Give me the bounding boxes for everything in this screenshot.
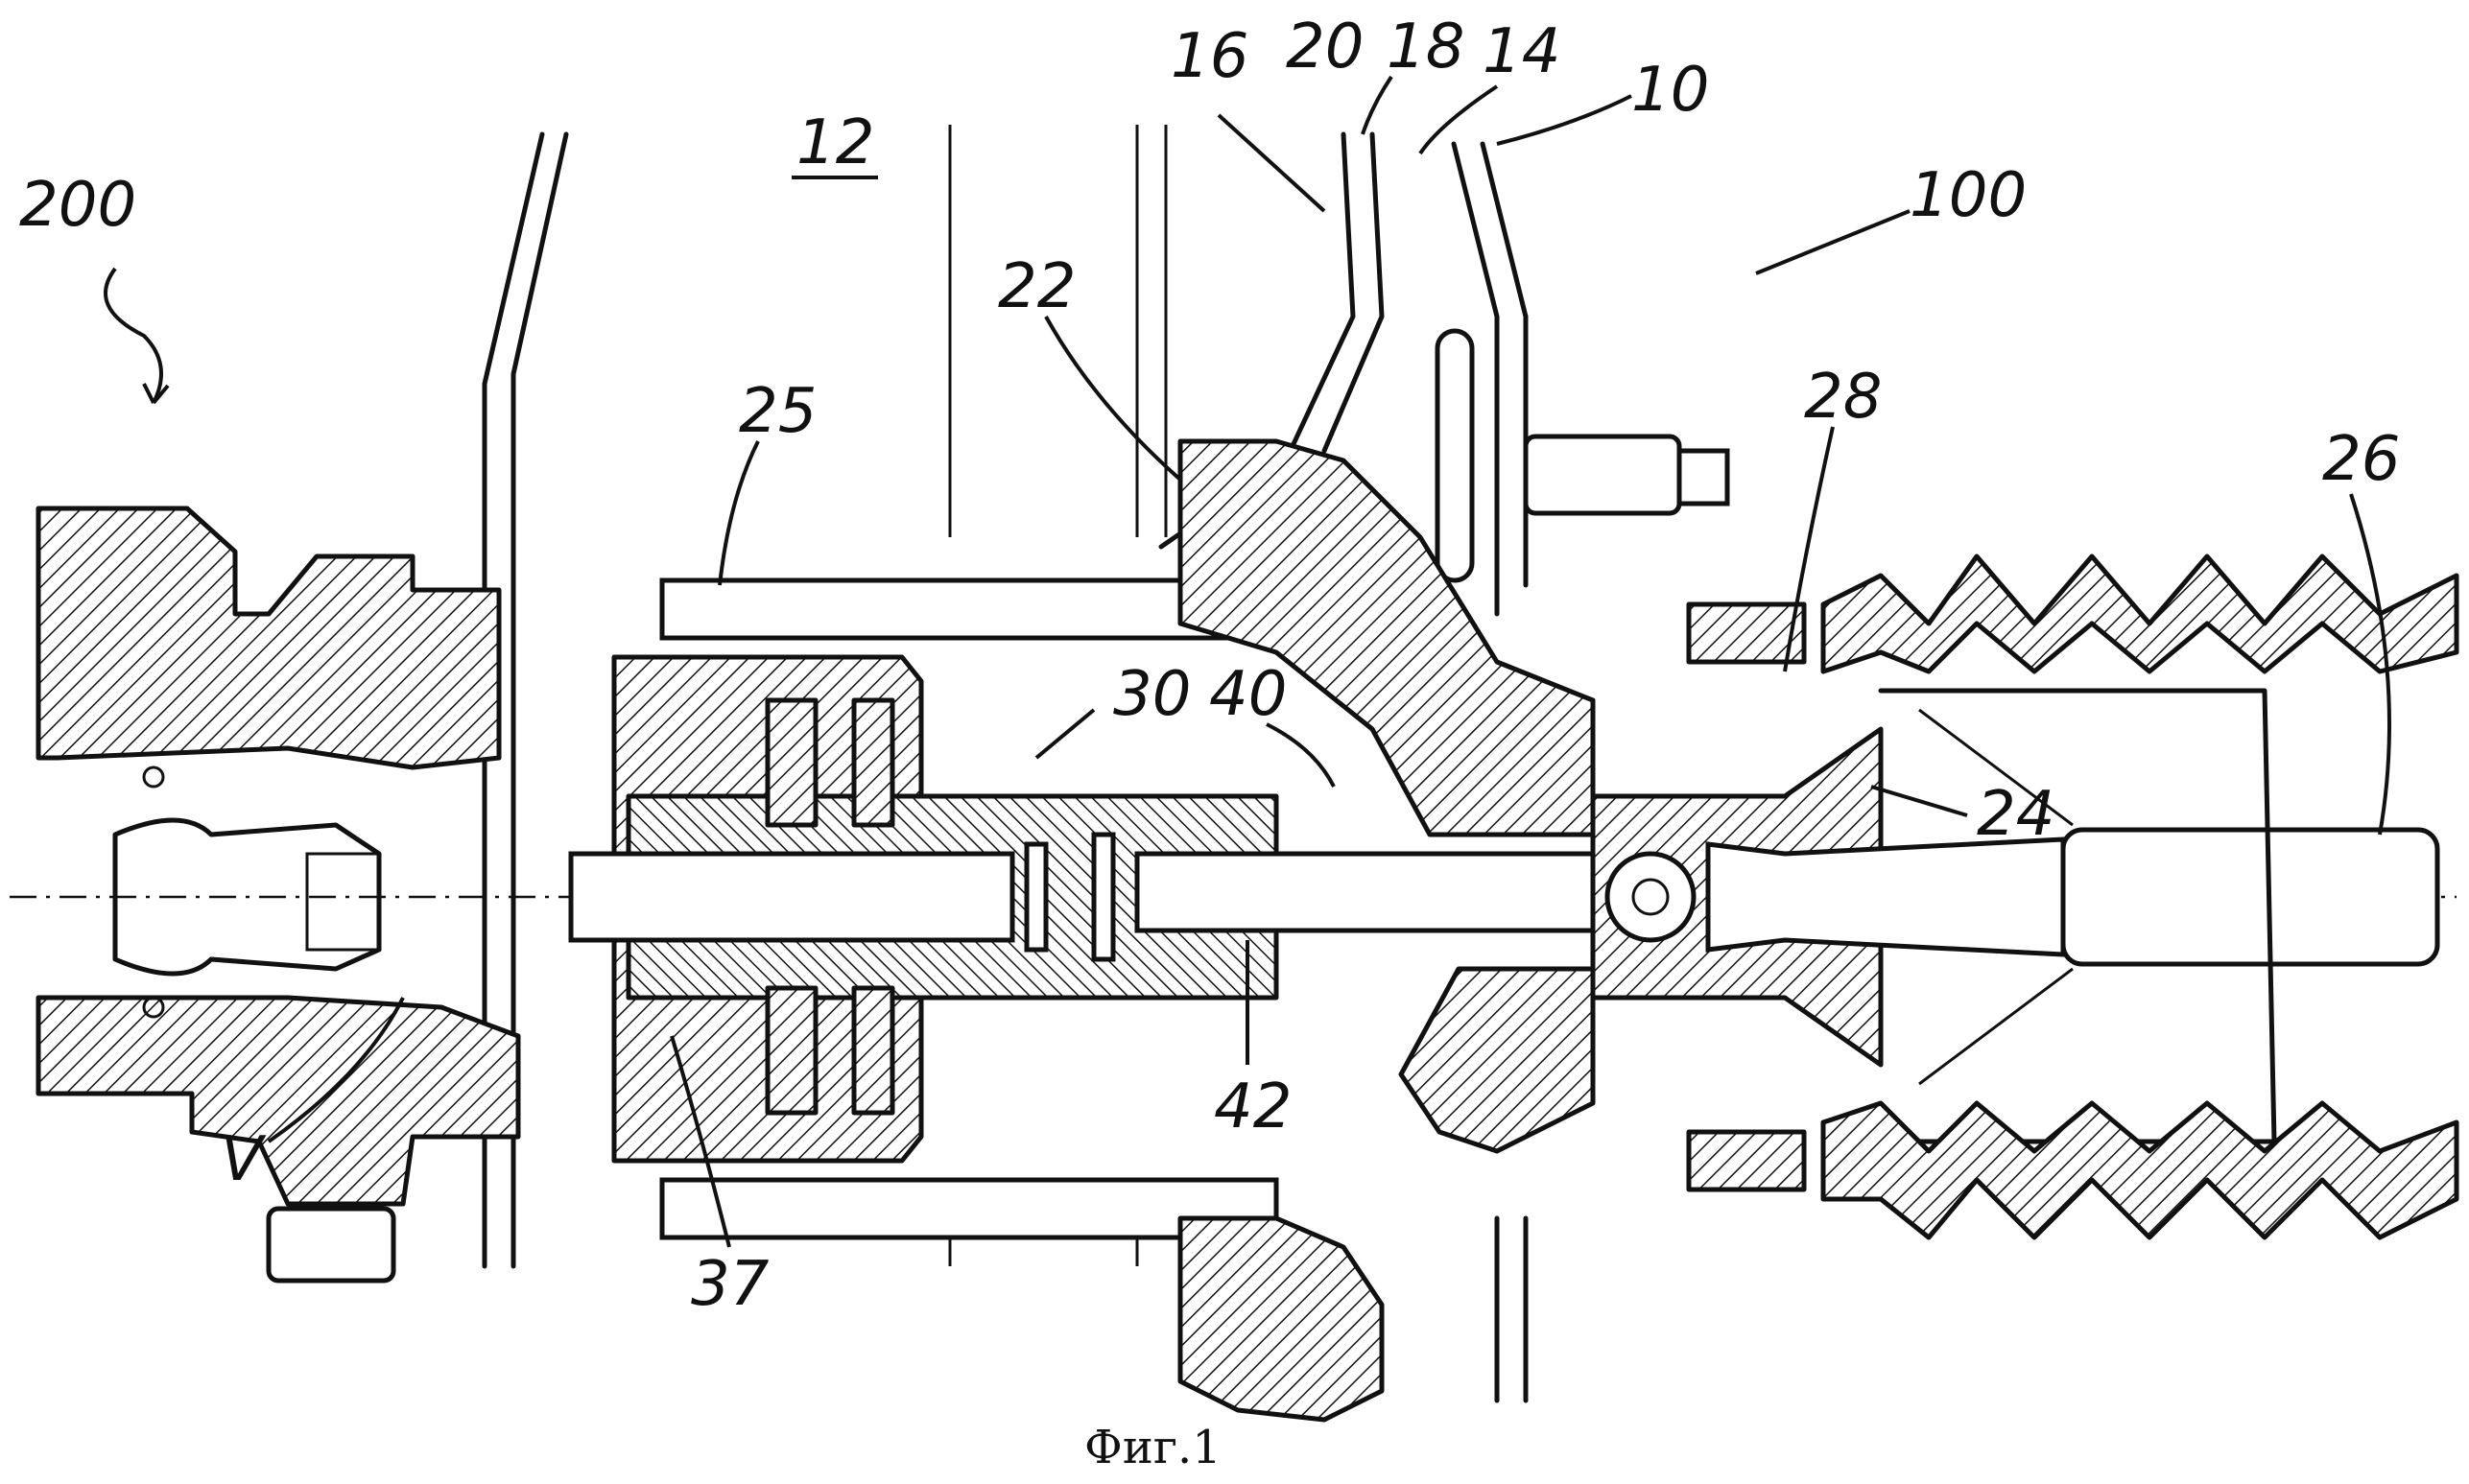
drive-shaft-26 <box>1593 691 2437 1142</box>
label-16: 16 <box>1171 21 1248 92</box>
label-28: 28 <box>1804 362 1882 433</box>
label-20: 20 <box>1286 12 1364 82</box>
label-100: 100 <box>1910 160 2027 231</box>
label-26: 26 <box>2322 424 2400 495</box>
label-14: 14 <box>1483 16 1560 87</box>
label-V: V <box>221 1124 267 1195</box>
label-200: 200 <box>19 170 136 241</box>
label-10: 10 <box>1631 55 1709 126</box>
label-22: 22 <box>998 251 1076 322</box>
label-12: 12 <box>796 107 874 178</box>
left-housing-200 <box>38 508 518 1204</box>
label-18: 18 <box>1387 12 1464 82</box>
label-25: 25 <box>739 376 817 447</box>
label-24: 24 <box>1977 779 2054 850</box>
label-40: 40 <box>1209 659 1287 730</box>
label-42: 42 <box>1214 1072 1292 1142</box>
label-37: 37 <box>691 1249 770 1320</box>
figure-caption: Фиг.1 <box>1084 1421 1222 1474</box>
label-30: 30 <box>1113 659 1191 730</box>
